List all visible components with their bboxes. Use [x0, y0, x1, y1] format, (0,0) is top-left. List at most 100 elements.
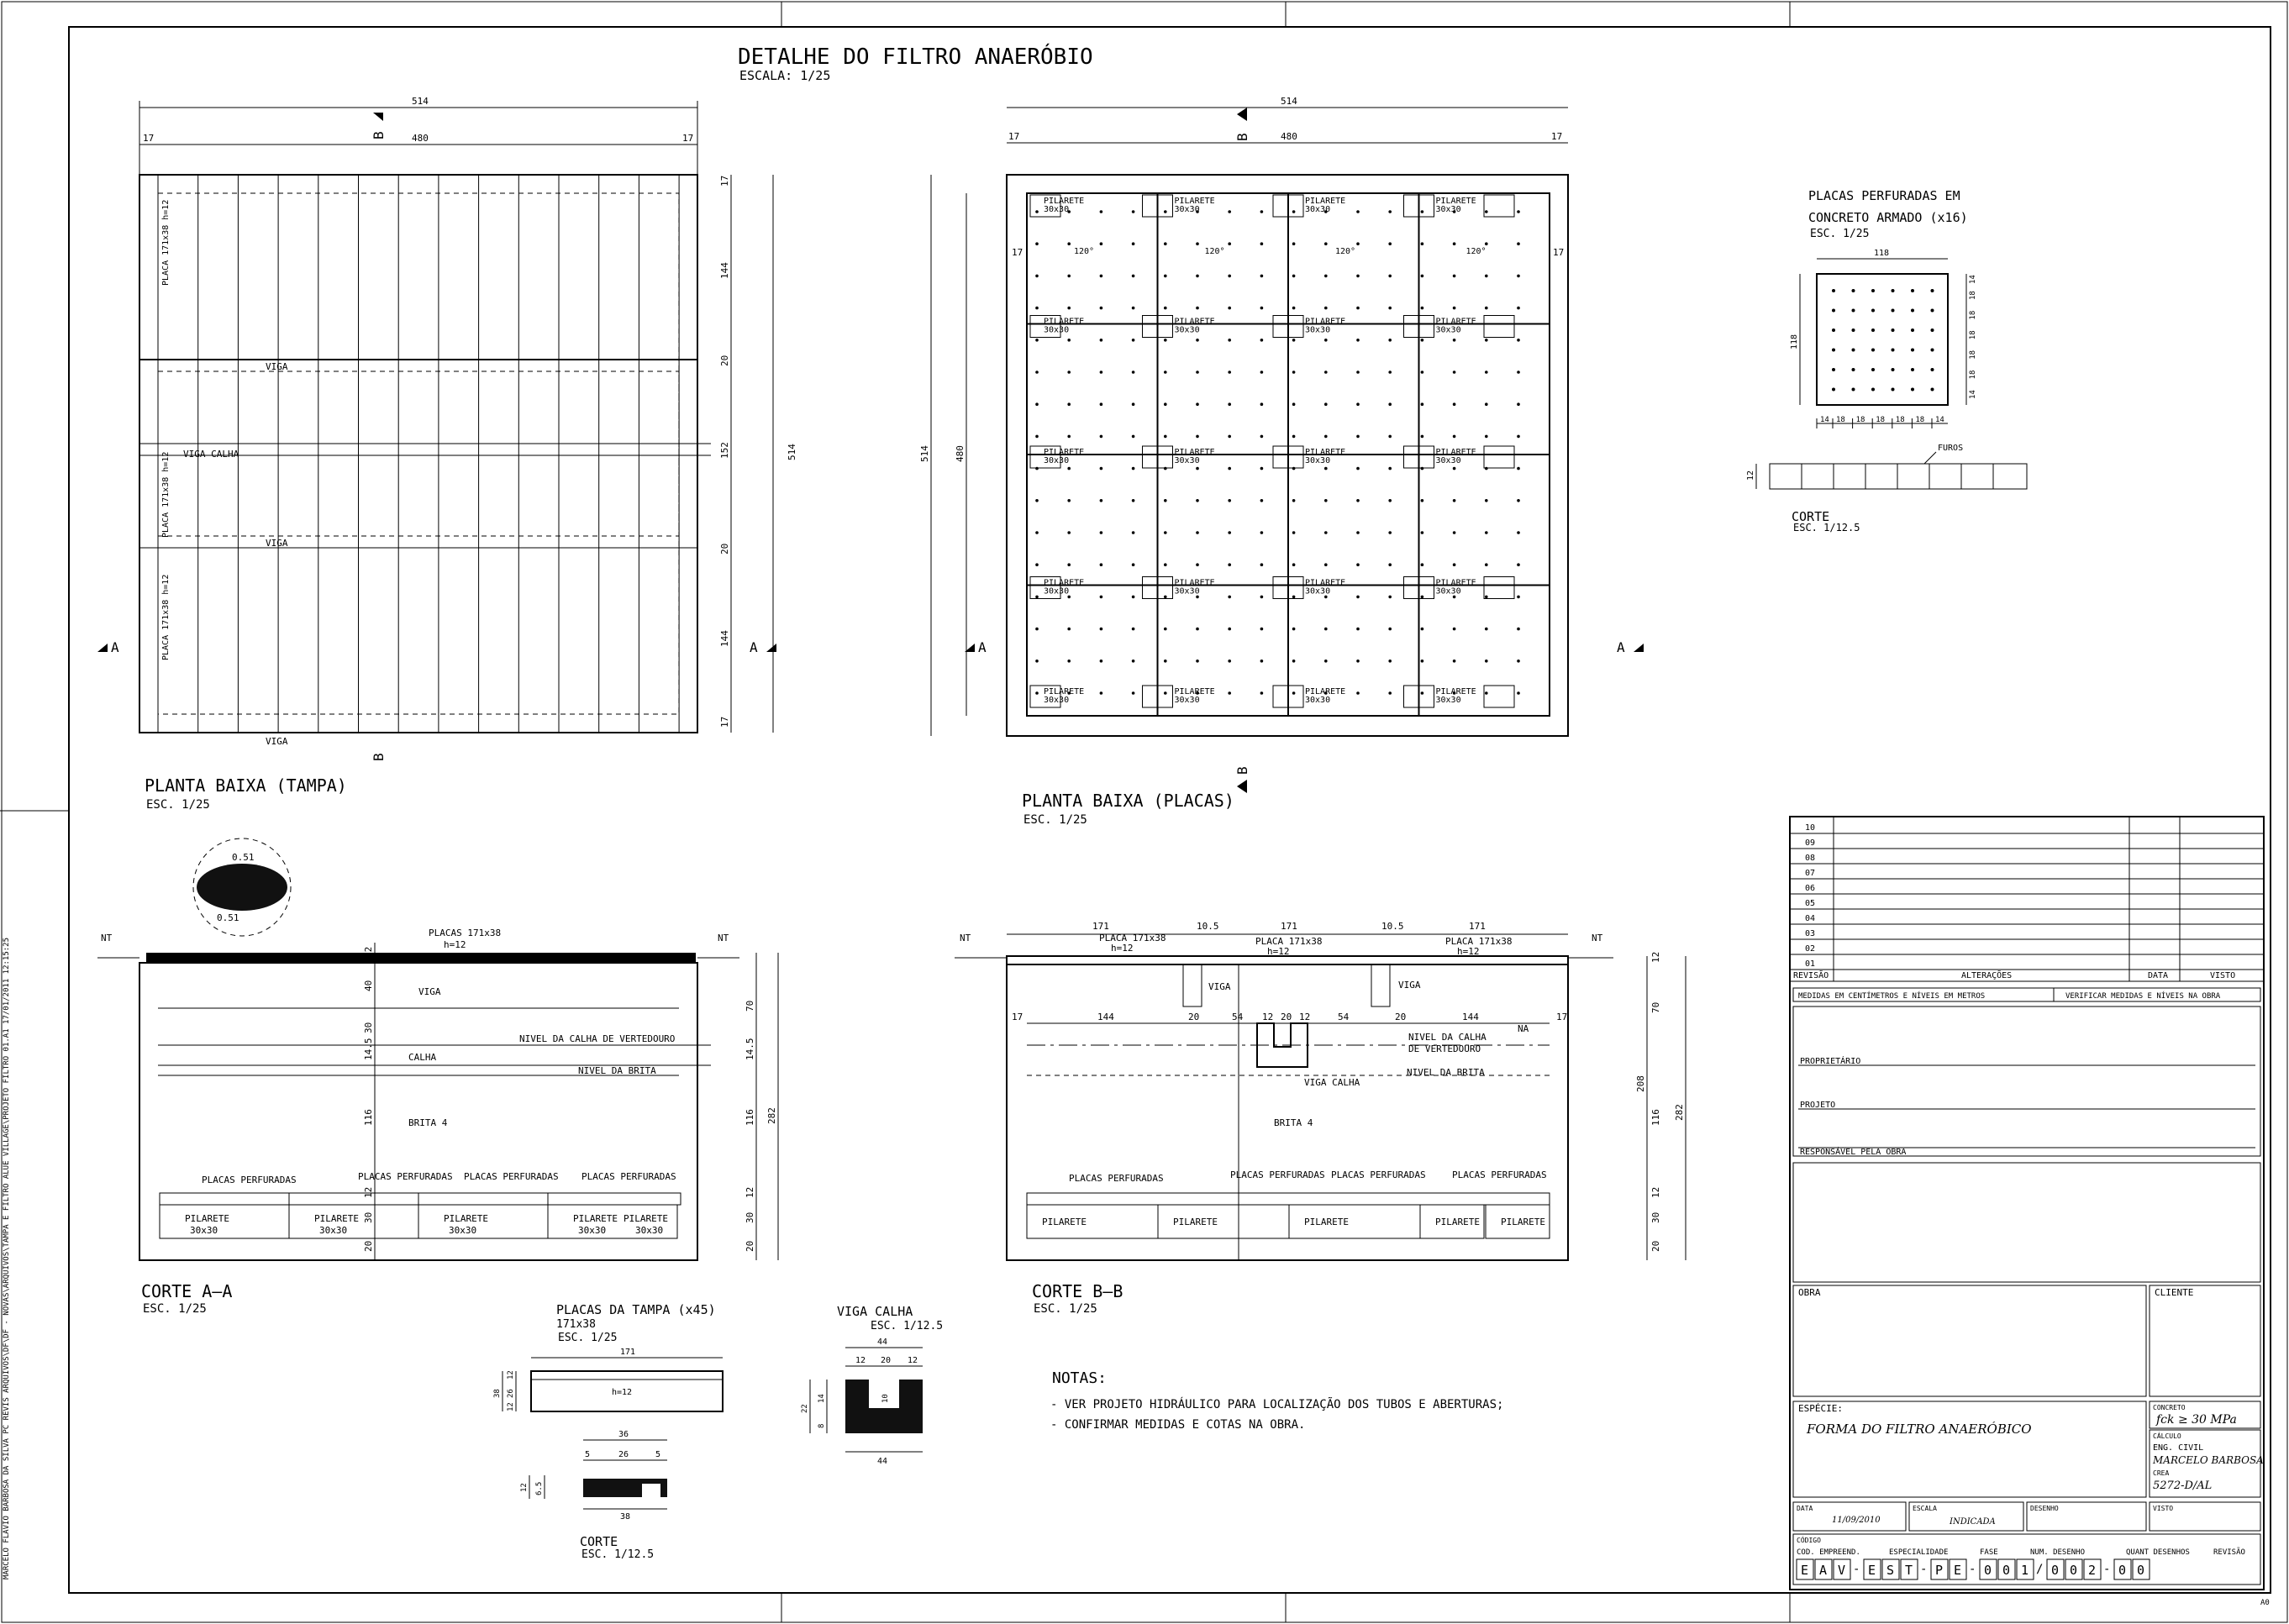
perforation-hole: [1452, 274, 1456, 278]
spacing-dim: 14: [1935, 416, 1944, 424]
svg-text:PLACA 171x38 h=12: PLACA 171x38 h=12: [161, 575, 171, 660]
perforation-hole: [1164, 242, 1167, 246]
pilarete-size: 30x30: [1305, 205, 1330, 214]
pilarete-size: 30x30: [1305, 456, 1330, 465]
perforation-hole: [1067, 242, 1071, 246]
perforation-hole: [1131, 660, 1135, 663]
spacing-dim: 18: [1969, 350, 1977, 360]
perforation-hole: [1131, 242, 1135, 246]
perforation-hole: [1388, 434, 1392, 439]
svg-text:VIGA CALHA: VIGA CALHA: [183, 449, 239, 460]
perforation-hole: [1260, 371, 1264, 374]
pilarete-label: PILARETE: [1436, 579, 1476, 588]
svg-text:12: 12: [520, 1483, 529, 1492]
perforation-hole: [1891, 348, 1895, 352]
perforation-hole: [1388, 371, 1392, 374]
vertical-dim: 70: [1650, 1002, 1661, 1013]
perforation-hole: [1356, 563, 1360, 566]
pilarete-section: [1485, 1204, 1550, 1239]
pilarete-label: PILARETE: [1304, 1217, 1349, 1227]
svg-text:DATA: DATA: [2148, 971, 2168, 980]
perforation-hole: [1099, 306, 1103, 310]
svg-text:5: 5: [585, 1450, 590, 1459]
vertical-dim: 30: [1650, 1212, 1661, 1223]
code-box: [1833, 1558, 1851, 1580]
perforation-hole: [1851, 387, 1855, 392]
pilarete-size: 30x30: [449, 1225, 476, 1236]
perforation-hole: [1035, 402, 1039, 407]
code-char: 0: [2051, 1563, 2059, 1578]
perforation-hole: [1517, 306, 1520, 310]
svg-text:NT: NT: [718, 933, 729, 943]
svg-text:38: 38: [620, 1512, 630, 1522]
svg-text:A: A: [978, 639, 987, 655]
svg-text:ESC. 1/12.5: ESC. 1/12.5: [871, 1320, 943, 1332]
vertical-dim: 14.5: [745, 1038, 755, 1061]
spacing-dim: 18: [1876, 416, 1885, 424]
perforation-hole: [1196, 563, 1199, 566]
svg-text:0.51: 0.51: [232, 852, 255, 863]
perforation-hole: [1832, 328, 1835, 332]
angle-label: 120°: [1466, 247, 1487, 256]
perforation-hole: [1891, 387, 1895, 392]
perforation-hole: [1131, 595, 1135, 599]
perforation-hole: [1420, 339, 1424, 342]
perforation-hole: [1099, 563, 1103, 566]
pilarete-size: 30x30: [1436, 587, 1461, 597]
pilarete-box: [1029, 445, 1061, 469]
perforation-hole: [1196, 627, 1199, 631]
perforation-hole: [1388, 210, 1392, 213]
perforation-hole: [1228, 627, 1231, 631]
perforation-hole: [1517, 563, 1520, 566]
perforation-hole: [1324, 499, 1328, 502]
perforation-hole: [1164, 563, 1167, 566]
perforation-hole: [1260, 274, 1264, 278]
pilarete-box: [1142, 576, 1173, 599]
perforation-hole: [1131, 434, 1135, 439]
code-char: 0: [2137, 1563, 2144, 1578]
perforation-hole: [1832, 368, 1835, 371]
horizontal-dim: 10.5: [1197, 921, 1219, 932]
perforation-hole: [1196, 434, 1199, 439]
perforation-hole: [1164, 274, 1167, 278]
perforation-hole: [1356, 499, 1360, 502]
svg-text:118: 118: [1790, 334, 1799, 350]
drawing-frame: [68, 26, 2271, 1594]
perforation-hole: [1388, 531, 1392, 534]
svg-text:B: B: [371, 753, 387, 761]
svg-text:INDICADA: INDICADA: [1949, 1517, 1996, 1527]
perforation-hole: [1517, 499, 1520, 502]
svg-text:144: 144: [719, 262, 730, 279]
perforation-hole: [1891, 308, 1895, 313]
svg-text:8: 8: [818, 1424, 826, 1428]
pilarete-size: 30x30: [1044, 326, 1069, 335]
code-box: [1863, 1558, 1881, 1580]
perforation-hole: [1517, 371, 1520, 374]
perforation-hole: [1420, 563, 1424, 566]
perforation-hole: [1131, 627, 1135, 631]
perforation-hole: [1832, 387, 1835, 392]
svg-text:PROJETO: PROJETO: [1800, 1101, 1835, 1110]
code-box: [2132, 1558, 2150, 1580]
perforation-hole: [1196, 531, 1199, 534]
svg-text:14: 14: [818, 1394, 826, 1403]
perforation-hole: [1228, 242, 1231, 246]
perforation-hole: [1164, 531, 1167, 534]
perforation-hole: [1324, 627, 1328, 631]
perforation-hole: [1099, 434, 1103, 439]
perforation-hole: [1324, 691, 1328, 695]
svg-text:514: 514: [412, 96, 429, 107]
revision-number: 04: [1805, 914, 1815, 923]
svg-text:PLACAS PERFURADAS: PLACAS PERFURADAS: [464, 1171, 559, 1182]
svg-text:12: 12: [507, 1370, 515, 1380]
code-char: E: [1868, 1563, 1876, 1578]
perforation-hole: [1131, 339, 1135, 342]
perforation-hole: [1260, 691, 1264, 695]
svg-text:PLACA 171x38: PLACA 171x38: [1445, 936, 1512, 947]
perforation-hole: [1292, 691, 1296, 695]
svg-text:171: 171: [620, 1348, 635, 1357]
perforation-hole: [1099, 691, 1103, 695]
perforation-hole: [1517, 242, 1520, 246]
perforation-hole: [1911, 308, 1914, 313]
perforation-hole: [1485, 691, 1488, 695]
